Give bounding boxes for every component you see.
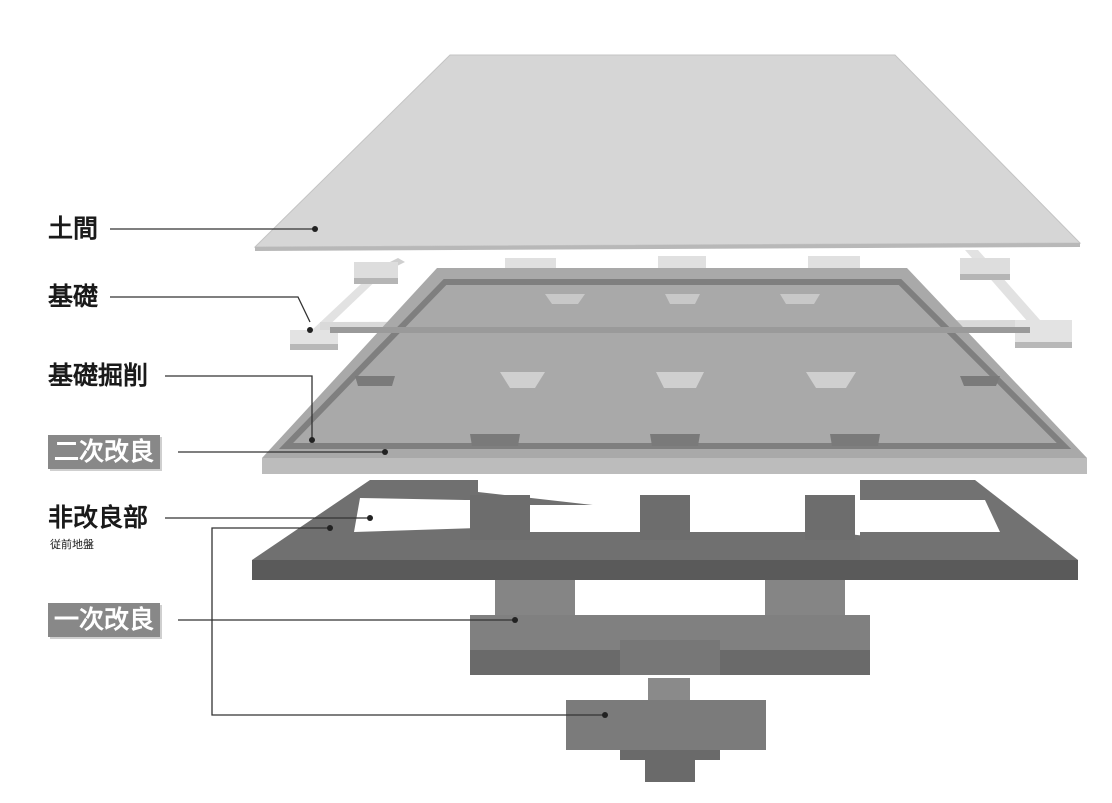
unimproved-layer xyxy=(252,480,1078,580)
label-kiso-kussaku: 基礎掘削 xyxy=(48,361,148,391)
label-kiso: 基礎 xyxy=(48,282,98,312)
first-improvement-layer xyxy=(470,580,870,675)
bottom-block xyxy=(566,678,766,782)
second-improvement-layer xyxy=(262,268,1087,474)
label-hikairyo-sub: 従前地盤 xyxy=(50,536,94,552)
label-ichiji-kairyo: 一次改良 xyxy=(48,603,160,637)
label-niji-kairyo: 二次改良 xyxy=(48,435,160,469)
slab-layer xyxy=(255,55,1080,251)
label-doma: 土間 xyxy=(48,214,98,244)
label-hikairyo-bu: 非改良部 xyxy=(48,503,148,533)
